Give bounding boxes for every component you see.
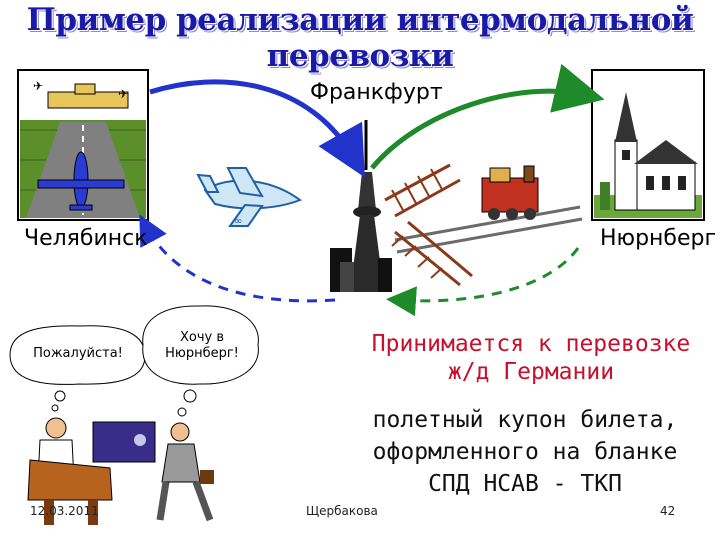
airplane-illustration: [196, 167, 303, 227]
footer-date: 12.03.2011: [30, 504, 99, 518]
info-red-line-2: ж/д Германии: [447, 359, 615, 385]
info-accepted-text: Принимается к перевозке ж/д Германии: [346, 330, 716, 386]
info-red-line-1: Принимается к перевозке: [371, 331, 691, 357]
travel-agent-illustration: [27, 417, 113, 525]
rail-arrow-to-nuremberg: [370, 63, 605, 170]
traveler-thought-bubble: [142, 305, 259, 417]
agent-bubble-text: Пожалуйста!: [33, 346, 123, 361]
traveler-bubble-line-2: Нюрнберг!: [165, 346, 239, 361]
traveler-bubble-line-1: Хочу в: [179, 330, 225, 345]
footer-author: Щербакова: [306, 504, 378, 518]
city-label-nuremberg: Нюрнберг: [600, 226, 717, 251]
info-coupon-text: полетный купон билета, оформленного на б…: [340, 404, 710, 500]
city-label-frankfurt: Франкфурт: [310, 80, 443, 105]
return-rail-arrow: [386, 247, 580, 317]
tower-illustration: [330, 120, 392, 292]
info-black-line-2: оформленного на бланке: [372, 439, 678, 465]
railway-illustration: [384, 163, 583, 287]
city-label-chelyabinsk: Челябинск: [24, 226, 148, 251]
flight-arrow-to-frankfurt: [149, 79, 365, 178]
svg-text:✈: ✈: [33, 79, 43, 93]
info-black-line-1: полетный купон билета,: [372, 407, 678, 433]
traveler-bubble-text: Хочу в Нюрнберг!: [150, 330, 254, 362]
traveler-illustration: [156, 422, 214, 522]
church-illustration: [591, 69, 705, 221]
airport-illustration: ✈ ✈: [17, 69, 149, 221]
slide-title: Пример реализации интермодальной перевоз…: [26, 2, 694, 74]
svg-text:✈: ✈: [118, 87, 128, 101]
page-number: 42: [660, 504, 676, 518]
return-flight-arrow: [139, 214, 336, 303]
info-black-line-3: СПД НСАВ - ТКП: [428, 471, 622, 497]
train-illustration: [481, 165, 539, 220]
agent-speech-bubble: [9, 325, 146, 412]
plane-logo-icon: ∞: [234, 216, 242, 227]
poster-illustration: [92, 421, 156, 463]
